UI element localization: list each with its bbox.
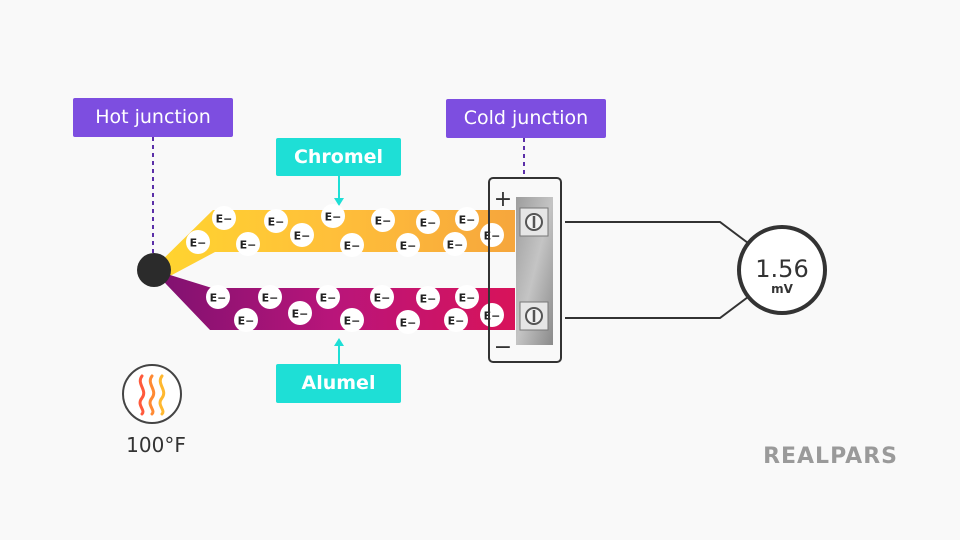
screw-terminal-icon bbox=[519, 301, 549, 331]
electron: E− bbox=[444, 308, 468, 332]
electron-label: E− bbox=[420, 293, 437, 306]
electron: E− bbox=[290, 223, 314, 247]
electron: E− bbox=[340, 233, 364, 257]
electron-label: E− bbox=[325, 211, 342, 224]
electron: E− bbox=[316, 285, 340, 309]
electron: E− bbox=[370, 285, 394, 309]
heat-waves-icon bbox=[122, 364, 182, 424]
electron-label: E− bbox=[400, 240, 417, 253]
electron-label: E− bbox=[210, 292, 227, 305]
positive-terminal-sign: + bbox=[494, 187, 512, 212]
electron-label: E− bbox=[216, 213, 233, 226]
electron: E− bbox=[258, 285, 282, 309]
electron-label: E− bbox=[484, 310, 501, 323]
meter-unit: mV bbox=[771, 282, 794, 296]
negative-terminal-sign: − bbox=[494, 335, 512, 360]
alumel-arrow bbox=[334, 338, 344, 364]
meter-wire-top bbox=[565, 221, 749, 244]
electron: E− bbox=[396, 310, 420, 334]
electron-label: E− bbox=[375, 215, 392, 228]
temperature-label: 100°F bbox=[126, 433, 186, 457]
chromel-arrow bbox=[334, 176, 344, 206]
electron-label: E− bbox=[484, 230, 501, 243]
electron: E− bbox=[288, 301, 312, 325]
electron: E− bbox=[371, 208, 395, 232]
electron-label: E− bbox=[238, 315, 255, 328]
electron-label: E− bbox=[420, 217, 437, 230]
millivolt-meter bbox=[737, 225, 827, 315]
cold-junction-terminal-frame bbox=[488, 177, 562, 363]
electrons-group: E−E−E−E−E−E−E−E−E−E−E−E−E−E−E−E−E−E−E−E−… bbox=[186, 204, 504, 334]
electron: E− bbox=[443, 232, 467, 256]
electron: E− bbox=[455, 285, 479, 309]
electron: E− bbox=[206, 285, 230, 309]
alumel-label: Alumel bbox=[276, 364, 401, 403]
electron: E− bbox=[340, 308, 364, 332]
electron: E− bbox=[186, 230, 210, 254]
chromel-label: Chromel bbox=[276, 138, 401, 176]
electron-label: E− bbox=[459, 292, 476, 305]
electron: E− bbox=[321, 204, 345, 228]
electron-label: E− bbox=[320, 292, 337, 305]
cold-junction-label: Cold junction bbox=[446, 99, 606, 138]
meter-wire-bottom bbox=[565, 296, 749, 319]
electron: E− bbox=[455, 207, 479, 231]
screw-terminal-icon bbox=[519, 207, 549, 237]
electron: E− bbox=[416, 286, 440, 310]
electron-label: E− bbox=[447, 239, 464, 252]
electron-label: E− bbox=[262, 292, 279, 305]
hot-junction-label: Hot junction bbox=[73, 98, 233, 137]
electron-label: E− bbox=[240, 239, 257, 252]
electron-label: E− bbox=[400, 317, 417, 330]
electron: E− bbox=[264, 209, 288, 233]
electron-label: E− bbox=[292, 308, 309, 321]
electron-label: E− bbox=[190, 237, 207, 250]
electron: E− bbox=[480, 223, 504, 247]
meter-value: 1.56 bbox=[755, 255, 808, 283]
electron-label: E− bbox=[459, 214, 476, 227]
electron: E− bbox=[212, 206, 236, 230]
electron: E− bbox=[234, 308, 258, 332]
electron-label: E− bbox=[294, 230, 311, 243]
electron: E− bbox=[236, 232, 260, 256]
electron: E− bbox=[480, 303, 504, 327]
electron-label: E− bbox=[268, 216, 285, 229]
electron-label: E− bbox=[344, 240, 361, 253]
hot-junction-point bbox=[137, 253, 171, 287]
electron-label: E− bbox=[448, 315, 465, 328]
electron: E− bbox=[396, 233, 420, 257]
electron-label: E− bbox=[344, 315, 361, 328]
electron-label: E− bbox=[374, 292, 391, 305]
brand-logo: REALPARS bbox=[763, 444, 898, 469]
electron: E− bbox=[416, 210, 440, 234]
